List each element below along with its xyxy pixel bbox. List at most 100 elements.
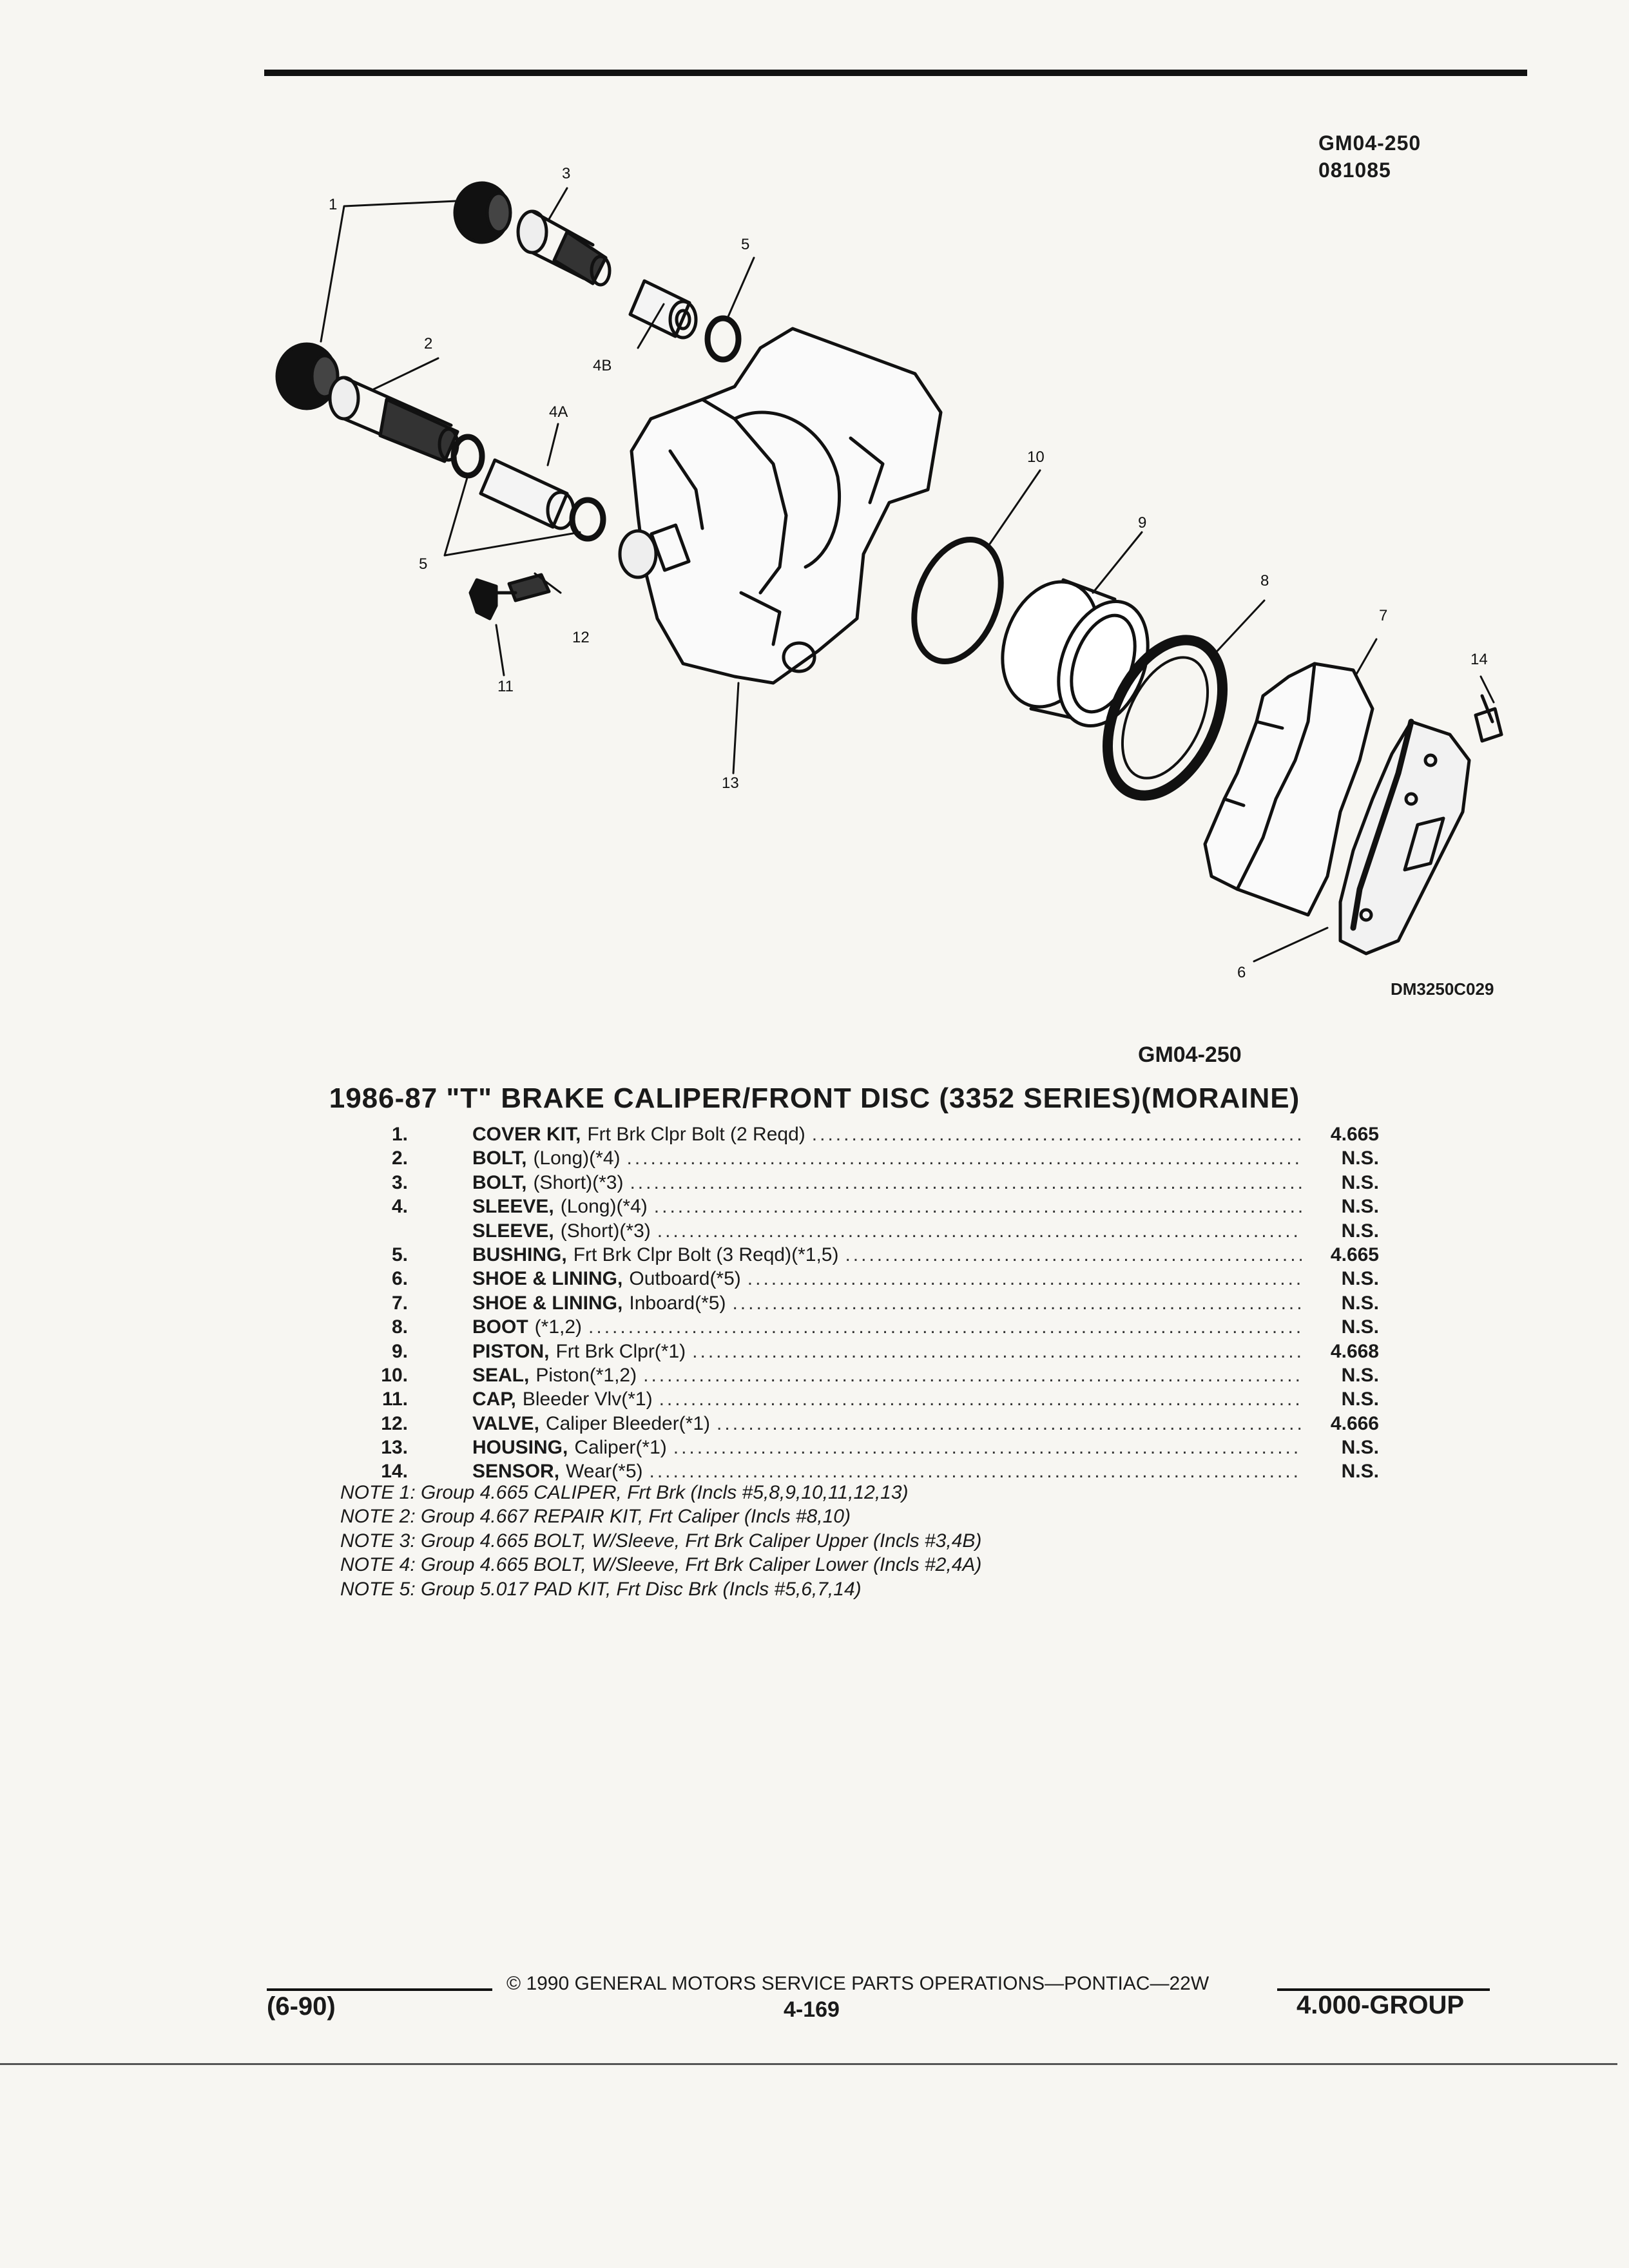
- part-desc: (*1,2): [534, 1316, 583, 1338]
- part-name: COVER KIT,: [472, 1124, 581, 1145]
- part-name: SENSOR,: [472, 1461, 560, 1483]
- list-item: SLEEVE,(Short)(*3)......................…: [472, 1220, 1379, 1242]
- part-name: SHOE & LINING,: [472, 1292, 623, 1314]
- part-name: BOLT,: [472, 1148, 527, 1169]
- list-item: 14.SENSOR,Wear(*5)......................…: [322, 1461, 1379, 1485]
- wear-sensor: [1474, 694, 1503, 743]
- part-number: 9.: [391, 1340, 408, 1362]
- part-number: 10.: [381, 1364, 408, 1386]
- callout-12: 12: [572, 629, 590, 646]
- figure-code: GM04-250: [1318, 131, 1422, 155]
- part-group: N.S.: [1341, 1389, 1379, 1410]
- page-title: 1986-87 "T" BRAKE CALIPER/FRONT DISC (33…: [329, 1082, 1300, 1114]
- callout-8: 8: [1260, 572, 1269, 590]
- part-desc: (Long)(*4): [533, 1148, 621, 1169]
- callout-5-upper: 5: [741, 236, 750, 253]
- callout-10: 10: [1027, 448, 1045, 466]
- sleeve-short: [628, 279, 698, 340]
- part-group: N.S.: [1341, 1148, 1379, 1169]
- bushing-lower-2: [569, 497, 606, 542]
- part-group: 4.665: [1330, 1124, 1379, 1145]
- part-group: N.S.: [1341, 1220, 1379, 1242]
- revision-date: (6-90): [267, 1992, 336, 2021]
- part-name: PISTON,: [472, 1340, 550, 1362]
- note: NOTE 4: Group 4.665 BOLT, W/Sleeve, Frt …: [340, 1554, 982, 1576]
- list-item: 5.BUSHING,Frt Brk Clpr Bolt (3 Reqd)(*1,…: [322, 1244, 1379, 1268]
- part-desc: (Short)(*3): [533, 1171, 624, 1193]
- note: NOTE 3: Group 4.665 BOLT, W/Sleeve, Frt …: [340, 1530, 982, 1552]
- caliper-housing: [618, 327, 943, 685]
- part-group: N.S.: [1341, 1437, 1379, 1459]
- part-number: 12.: [381, 1412, 408, 1434]
- part-desc: Caliper Bleeder(*1): [545, 1412, 711, 1434]
- shoe-inboard: [1203, 662, 1374, 917]
- part-desc: Bleeder Vlv(*1): [522, 1389, 653, 1410]
- drawing-code: DM3250C029: [1391, 979, 1494, 999]
- part-desc: (Long)(*4): [560, 1196, 648, 1218]
- part-group: 4.668: [1330, 1340, 1379, 1362]
- sleeve-long: [479, 458, 575, 530]
- part-group: N.S.: [1341, 1171, 1379, 1193]
- part-desc: Caliper(*1): [574, 1437, 667, 1459]
- callout-11: 11: [497, 678, 514, 695]
- callout-4b: 4B: [593, 357, 612, 374]
- section-code: GM04-250: [1138, 1043, 1242, 1067]
- bolt-long: [328, 376, 459, 463]
- callout-1: 1: [329, 196, 338, 213]
- part-number: 4.: [391, 1196, 408, 1218]
- list-item: 7.SHOE & LINING,Inboard(*5).............…: [322, 1293, 1379, 1316]
- bushing-upper: [704, 315, 742, 363]
- part-number: 11.: [381, 1389, 408, 1410]
- part-group: N.S.: [1341, 1268, 1379, 1290]
- part-group: N.S.: [1341, 1364, 1379, 1386]
- cover-cap-upper: [453, 181, 512, 244]
- list-item: 4.SLEEVE,(Long)(*4).....................…: [322, 1196, 1379, 1220]
- part-name: CAP,: [472, 1389, 516, 1410]
- part-number: 1.: [391, 1124, 408, 1145]
- part-group: 4.665: [1330, 1244, 1379, 1265]
- part-name: BOLT,: [472, 1171, 527, 1193]
- part-group: N.S.: [1341, 1196, 1379, 1218]
- part-number: 8.: [391, 1316, 408, 1338]
- list-item: 1.COVER KIT,Frt Brk Clpr Bolt (2 Reqd)..…: [322, 1124, 1379, 1148]
- parts-list: 1.COVER KIT,Frt Brk Clpr Bolt (2 Reqd)..…: [322, 1124, 1379, 1485]
- callout-7: 7: [1379, 607, 1388, 624]
- list-item: 6.SHOE & LINING,Outboard(*5)............…: [322, 1268, 1379, 1292]
- footer-rule-left: [267, 1988, 492, 1991]
- part-name: BUSHING,: [472, 1244, 567, 1265]
- top-rule: [264, 70, 1527, 76]
- note: NOTE 5: Group 5.017 PAD KIT, Frt Disc Br…: [340, 1578, 862, 1600]
- bleeder-cap: [468, 578, 498, 620]
- list-item: 12.VALVE,Caliper Bleeder(*1)............…: [322, 1413, 1379, 1437]
- piston-boot: [1102, 635, 1228, 801]
- list-item: 9.PISTON,Frt Brk Clpr(*1)...............…: [322, 1341, 1379, 1365]
- part-number: 2.: [391, 1148, 408, 1169]
- part-desc: Frt Brk Clpr(*1): [555, 1340, 686, 1362]
- part-name: SLEEVE,: [472, 1196, 554, 1218]
- note: NOTE 1: Group 4.665 CALIPER, Frt Brk (In…: [340, 1482, 909, 1503]
- callout-4a: 4A: [549, 403, 568, 421]
- brake-caliper-exploded-diagram: [275, 181, 1503, 963]
- list-item: 11.CAP,Bleeder Vlv(*1)..................…: [322, 1389, 1379, 1412]
- part-name: SEAL,: [472, 1364, 530, 1386]
- piston: [1001, 578, 1150, 727]
- group-label: 4.000-GROUP: [1296, 1991, 1465, 2019]
- part-name: SLEEVE,: [472, 1220, 554, 1242]
- part-group: 4.666: [1330, 1412, 1379, 1434]
- part-desc: (Short)(*3): [560, 1220, 651, 1242]
- part-name: SHOE & LINING,: [472, 1268, 623, 1290]
- list-item: 2.BOLT,(Long)(*4).......................…: [322, 1148, 1379, 1171]
- part-desc: Frt Brk Clpr Bolt (2 Reqd): [587, 1124, 805, 1145]
- part-name: BOOT: [472, 1316, 528, 1338]
- piston-seal: [911, 537, 1004, 664]
- list-item: 10.SEAL,Piston(*1,2)....................…: [322, 1365, 1379, 1389]
- callout-2: 2: [424, 335, 433, 352]
- part-number: 5.: [391, 1244, 408, 1265]
- part-group: N.S.: [1341, 1316, 1379, 1338]
- part-desc: Inboard(*5): [629, 1292, 726, 1314]
- part-desc: Piston(*1,2): [535, 1364, 637, 1386]
- list-item: 8.BOOT(*1,2)............................…: [322, 1316, 1379, 1340]
- copyright: © 1990 GENERAL MOTORS SERVICE PARTS OPER…: [506, 1973, 1210, 1994]
- callout-14: 14: [1470, 651, 1488, 668]
- callout-6: 6: [1237, 964, 1246, 981]
